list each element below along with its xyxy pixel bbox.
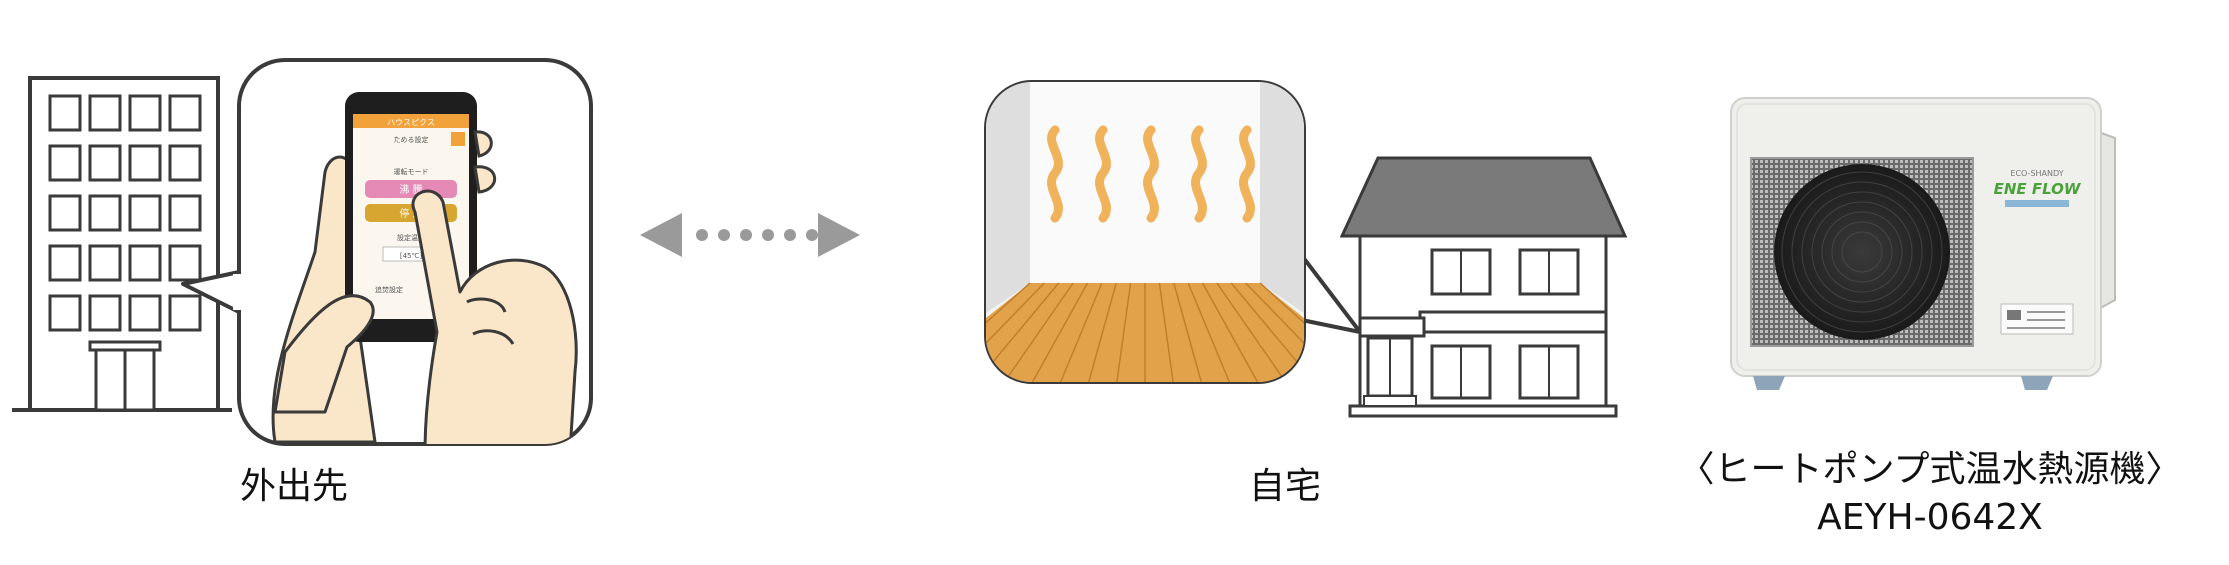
- office-building-illustration: [12, 76, 232, 412]
- caption-outside: 外出先: [239, 466, 348, 507]
- caption-unit-model: AEYH-0642X: [1817, 497, 2043, 538]
- heat-pump-unit-illustration: ECO-SHANDY ENE FLOW: [1730, 97, 2116, 390]
- phone-button-1: 沸 騰: [399, 183, 422, 196]
- house-illustration: [1340, 156, 1628, 418]
- bidirectional-arrow-icon: [640, 213, 860, 257]
- unit-logo-brand: ENE FLOW: [1994, 180, 2082, 198]
- caption-home: 自宅: [1248, 466, 1321, 507]
- smartphone-bubble: ハウスピクス ためる設定 運転モード 沸 騰 停 止 設定温度 [45℃] 追焚…: [181, 58, 593, 446]
- phone-sub-text: ためる設定: [394, 135, 429, 144]
- unit-logo-small: ECO-SHANDY: [2010, 169, 2063, 178]
- phone-temp-value: [45℃]: [400, 252, 422, 260]
- phone-setting-label: 設定温度: [397, 233, 425, 242]
- phone-mode-label: 運転モード: [394, 167, 429, 176]
- phone-header-text: ハウスピクス: [387, 118, 435, 127]
- phone-bottom-left: 追焚設定: [375, 285, 403, 294]
- floor-heating-room-bubble: [984, 80, 1362, 384]
- caption-unit-name: 〈ヒートポンプ式温水熱源機〉: [1678, 449, 2182, 490]
